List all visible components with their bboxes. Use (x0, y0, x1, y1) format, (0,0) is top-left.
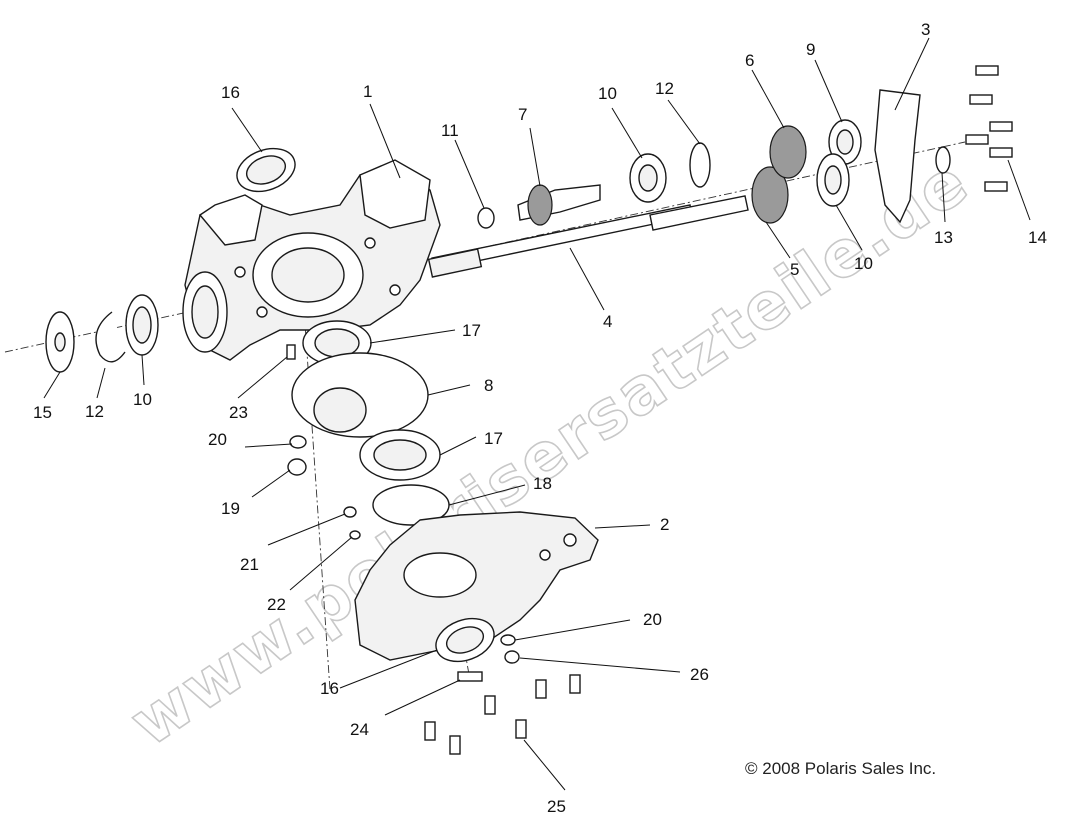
lower-cover-part-2 (354, 511, 599, 661)
callout-4: 4 (603, 312, 612, 331)
callout-20-right: 20 (643, 610, 662, 629)
washer-part-20-right (500, 634, 516, 646)
callout-20-left: 20 (208, 430, 227, 449)
washer-part-13 (935, 146, 951, 174)
callout-2: 2 (660, 515, 669, 534)
callout-10-mid: 10 (598, 84, 617, 103)
screw-part-21 (343, 506, 357, 518)
bolts-part-14 (965, 65, 1013, 192)
callout-1: 1 (363, 82, 372, 101)
gear-shaft-part-5 (649, 166, 789, 231)
washer-part-22 (349, 530, 361, 540)
callout-12-right: 12 (655, 79, 674, 98)
bearing-part-9 (828, 119, 862, 165)
bearing-part-10-mid (629, 153, 667, 203)
snap-ring-part-12-left (95, 311, 126, 363)
callout-16-top: 16 (221, 83, 240, 102)
callout-6: 6 (745, 51, 754, 70)
callout-25: 25 (547, 797, 566, 816)
callout-8: 8 (484, 376, 493, 395)
bearing-part-10-right (816, 153, 850, 207)
callout-18: 18 (533, 474, 552, 493)
callout-5: 5 (790, 260, 799, 279)
pinion-gear-part-7 (517, 184, 601, 226)
callout-3: 3 (921, 20, 930, 39)
ring-gear-part-8 (291, 352, 429, 438)
thrust-washer-part-15 (45, 311, 75, 373)
end-cover-part-3 (874, 89, 921, 224)
callout-14: 14 (1028, 228, 1047, 247)
callout-13: 13 (934, 228, 953, 247)
callout-24: 24 (350, 720, 369, 739)
callout-21: 21 (240, 555, 259, 574)
dowel-pin-part-23 (286, 344, 296, 360)
drain-plug-part-19 (287, 458, 307, 476)
callout-17-lower: 17 (484, 429, 503, 448)
bolts-part-25 (424, 674, 581, 755)
callout-15: 15 (33, 403, 52, 422)
gear-part-6 (769, 125, 807, 179)
callout-numbers: 1 2 3 4 5 6 7 8 9 10 10 10 11 12 12 13 1… (33, 20, 1047, 816)
main-housing-part-1 (182, 159, 441, 361)
callout-9: 9 (806, 40, 815, 59)
callout-19: 19 (221, 499, 240, 518)
bearing-part-17-lower (359, 429, 441, 481)
callout-23: 23 (229, 403, 248, 422)
oil-seal-part-16-top (236, 147, 296, 193)
callout-22: 22 (267, 595, 286, 614)
callout-12-left: 12 (85, 402, 104, 421)
callout-10-right: 10 (854, 254, 873, 273)
callout-11: 11 (441, 121, 459, 140)
callout-16-bottom: 16 (320, 679, 339, 698)
callout-7: 7 (518, 105, 527, 124)
snap-ring-part-12-right (689, 142, 711, 188)
plug-part-26 (504, 650, 520, 664)
oil-seal-part-16-bottom (435, 617, 495, 663)
bushing-part-11 (477, 207, 495, 229)
callout-17-top: 17 (462, 321, 481, 340)
vent-fitting-part-24 (457, 671, 483, 682)
bearing-part-10-left (125, 294, 159, 356)
callout-26: 26 (690, 665, 709, 684)
leader-lines (43, 37, 1031, 791)
callout-10-left: 10 (133, 390, 152, 409)
copyright-notice: © 2008 Polaris Sales Inc. (745, 759, 936, 778)
washer-part-20-left (289, 435, 307, 449)
